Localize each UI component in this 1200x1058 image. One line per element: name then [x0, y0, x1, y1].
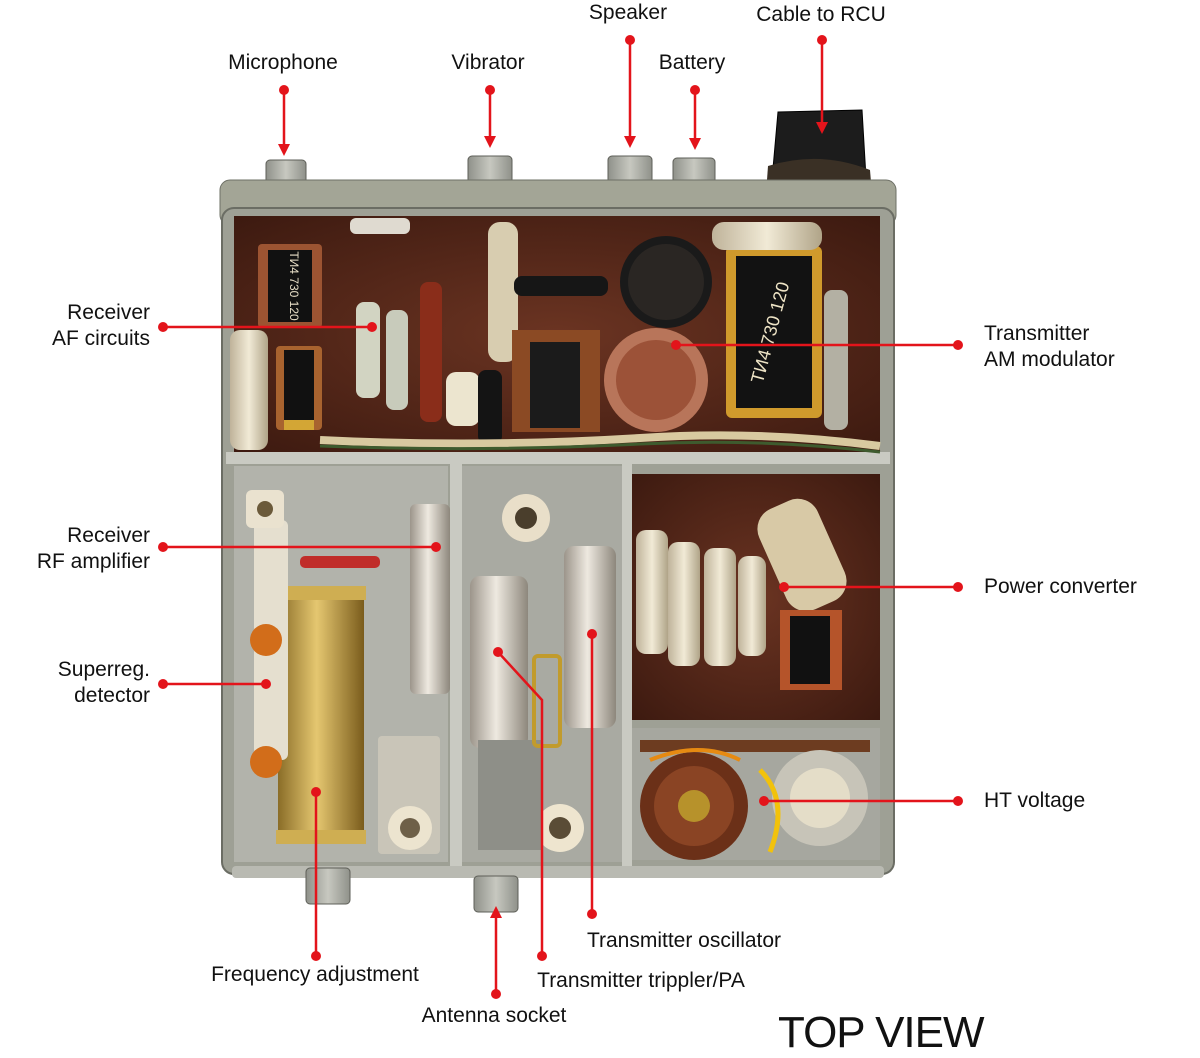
- callout-antenna: [490, 906, 502, 999]
- label-ht-voltage: HT voltage: [984, 789, 1086, 812]
- label-antenna-socket: Antenna socket: [421, 1004, 567, 1027]
- power-section: [636, 498, 870, 860]
- label-battery: Battery: [658, 51, 726, 74]
- callout-rx-af: [158, 322, 377, 332]
- page-title: TOP VIEW: [778, 1008, 985, 1057]
- label-cable: Cable to RCU: [756, 3, 886, 26]
- callout-tx-tripler: [493, 647, 547, 961]
- callout-tx-am: [671, 340, 963, 350]
- callout-speaker: [624, 35, 636, 148]
- label-frequency-adjustment: Frequency adjustment: [211, 963, 419, 986]
- label-superreg: Superreg. detector: [57, 658, 150, 707]
- callout-microphone: [278, 85, 290, 156]
- label-microphone: Microphone: [228, 51, 338, 74]
- label-speaker: Speaker: [588, 1, 668, 24]
- callout-ht-voltage: [759, 796, 963, 806]
- callout-freq-adj: [311, 787, 321, 961]
- callouts: [158, 35, 963, 999]
- rf-section: [246, 490, 450, 854]
- callout-power-converter: [779, 582, 963, 592]
- label-receiver-rf: Receiver RF amplifier: [36, 524, 150, 573]
- callout-rx-rf: [158, 542, 441, 552]
- label-power-converter: Power converter: [984, 575, 1137, 598]
- label-receiver-af: Receiver AF circuits: [51, 301, 150, 350]
- label-tx-am-modulator: Transmitter AM modulator: [984, 322, 1115, 371]
- callout-battery: [689, 85, 701, 150]
- frequency-adjustment-knob: [305, 867, 351, 905]
- callout-vibrator: [484, 85, 496, 148]
- label-tx-oscillator: Transmitter oscillator: [586, 929, 782, 952]
- label-tx-tripler: Transmitter trippler/PA: [537, 969, 745, 992]
- callout-cable: [816, 35, 828, 134]
- label-vibrator: Vibrator: [451, 51, 525, 74]
- callout-tx-oscillator: [587, 629, 597, 919]
- callout-superreg: [158, 679, 271, 689]
- af-section: ТИ4 730 120 ТИ4 730 120: [230, 218, 881, 454]
- af-transformer-marking: ТИ4 730 120: [287, 251, 301, 321]
- tx-section: [470, 494, 616, 852]
